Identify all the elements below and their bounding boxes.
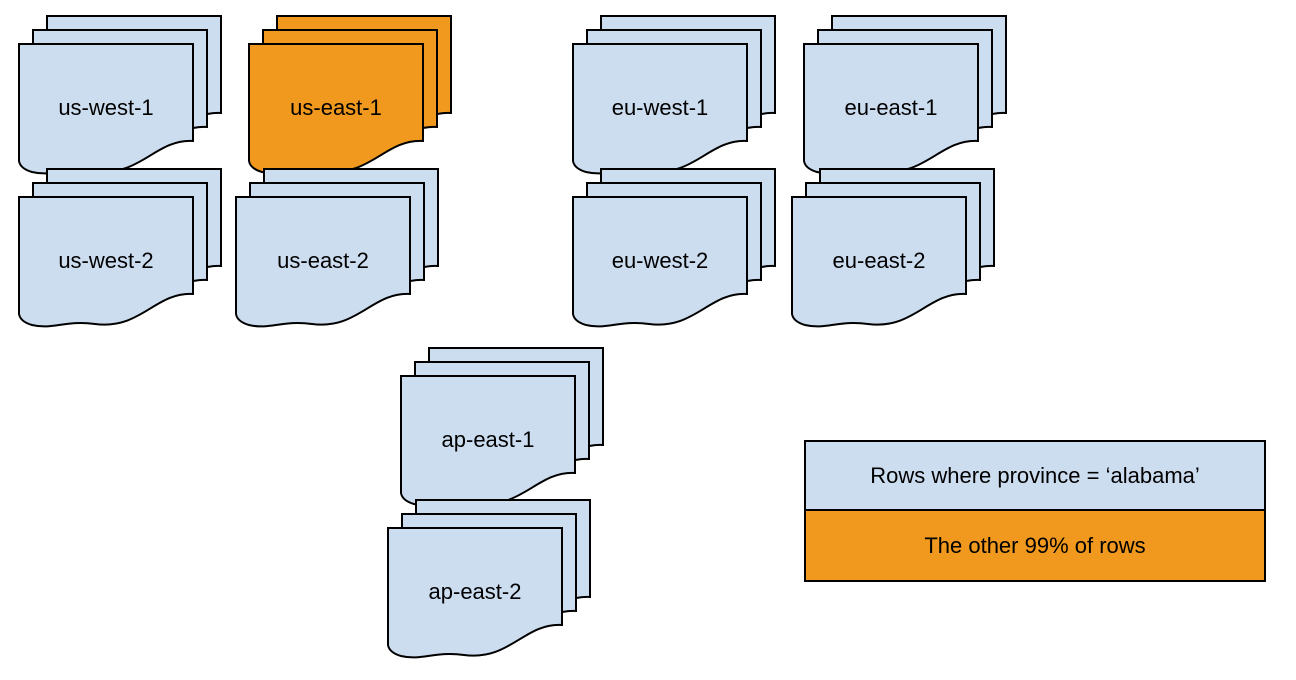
stack-eu-west-1: eu-west-1 [572,15,779,177]
document-stack-icon [235,168,439,328]
document-stack-icon [400,347,604,507]
document-stack-icon [572,168,776,328]
stack-us-east-1: us-east-1 [248,15,455,177]
document-stack-icon [572,15,776,175]
stack-us-east-2: us-east-2 [235,168,442,330]
document-stack-icon [803,15,1007,175]
legend-item-other-rows: The other 99% of rows [806,511,1264,580]
stack-us-west-2: us-west-2 [18,168,225,330]
legend-label: The other 99% of rows [924,532,1146,558]
legend-item-alabama-rows: Rows where province = ‘alabama’ [806,442,1264,511]
stack-us-west-1: us-west-1 [18,15,225,177]
document-stack-icon [18,15,222,175]
document-stack-icon [791,168,995,328]
stack-eu-east-2: eu-east-2 [791,168,998,330]
stack-ap-east-2: ap-east-2 [387,499,594,661]
stack-eu-east-1: eu-east-1 [803,15,1010,177]
stack-ap-east-1: ap-east-1 [400,347,607,509]
document-stack-icon [387,499,591,659]
legend: Rows where province = ‘alabama’ The othe… [804,440,1266,582]
stack-eu-west-2: eu-west-2 [572,168,779,330]
document-stack-icon [248,15,452,175]
legend-label: Rows where province = ‘alabama’ [870,462,1200,488]
document-stack-icon [18,168,222,328]
